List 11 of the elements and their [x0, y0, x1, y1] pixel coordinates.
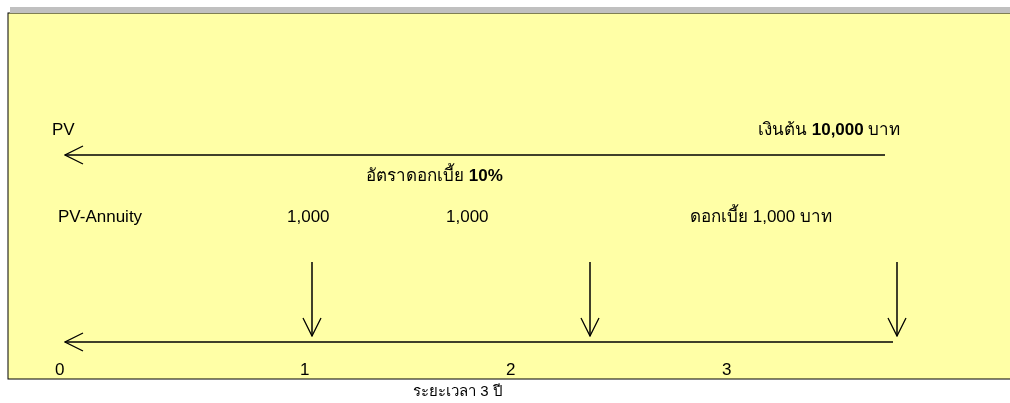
node-text: PV: [52, 120, 76, 140]
arrow: [64, 145, 886, 165]
amount-label: 1,000: [287, 207, 330, 227]
amount-label: 1,000: [446, 207, 489, 227]
axis-caption: ระยะเวลา 3 ปี: [413, 381, 503, 401]
node-text: เงินต้น 10,000 บาท: [758, 120, 902, 140]
period-number: 0: [55, 360, 65, 380]
period-number: 2: [506, 360, 516, 380]
period-number: 3: [722, 360, 732, 380]
label: PV-Annuity: [58, 207, 143, 227]
period-number: 1: [300, 360, 310, 380]
